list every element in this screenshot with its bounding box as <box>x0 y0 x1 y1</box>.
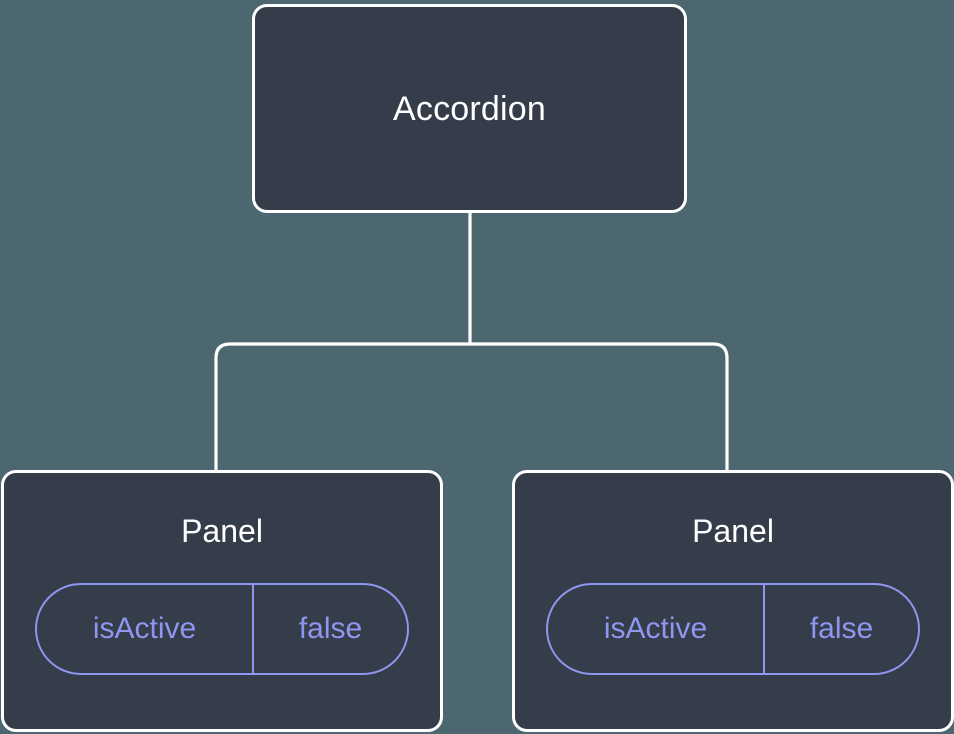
prop-key-label: isActive <box>548 585 765 673</box>
panel-node-2-props: isActive false <box>546 583 920 675</box>
edge-child-bus <box>214 342 729 474</box>
panel-node-1-props: isActive false <box>35 583 409 675</box>
prop-pill-isactive[interactable]: isActive false <box>35 583 409 675</box>
prop-value-label: false <box>809 612 874 645</box>
panel-node-2-title: Panel <box>692 513 774 549</box>
panel-node-1[interactable]: Panel isActive false <box>1 470 443 732</box>
prop-key-label: isActive <box>37 585 254 673</box>
prop-pill-isactive[interactable]: isActive false <box>546 583 920 675</box>
panel-node-2[interactable]: Panel isActive false <box>512 470 954 732</box>
panel-node-1-title: Panel <box>181 513 263 549</box>
root-node[interactable]: Accordion <box>252 4 687 213</box>
prop-value-label: false <box>298 612 363 645</box>
root-node-title: Accordion <box>393 89 546 128</box>
